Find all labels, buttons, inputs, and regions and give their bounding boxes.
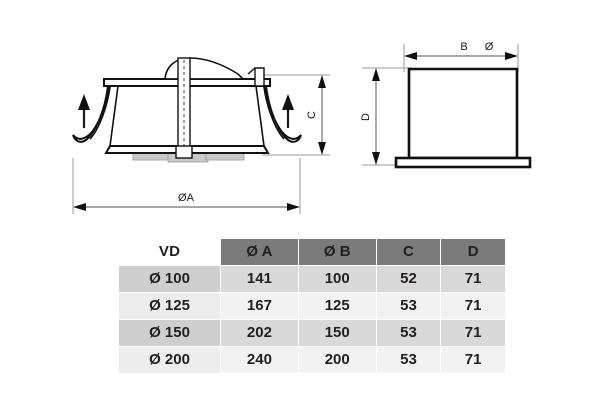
table-header: VD Ø A Ø B C D (119, 239, 505, 265)
row-label-125: Ø 125 (119, 293, 221, 319)
airflow-arrow-left (78, 94, 90, 128)
side-bracket-detail (247, 67, 265, 87)
dimension-c: C (306, 75, 326, 155)
airflow-arrow-right (282, 94, 294, 128)
cell-150-b: 150 (298, 320, 376, 346)
dimension-table: VD Ø A Ø B C D Ø 100 141 100 52 71 Ø 125… (118, 238, 506, 374)
cell-125-b: 125 (298, 293, 376, 319)
label-diameter-a: ØA (178, 192, 195, 204)
cell-200-b: 200 (298, 347, 376, 373)
cell-100-b: 100 (298, 266, 376, 292)
cone-outline (89, 85, 285, 147)
spigot-base-flange (394, 156, 532, 169)
label-d: D (360, 113, 372, 121)
spigot-body (407, 67, 519, 160)
cell-200-a: 240 (221, 347, 298, 373)
table-corner-label: VD (119, 239, 221, 265)
left-witness-lines (72, 74, 330, 214)
row-label-200: Ø 200 (119, 347, 221, 373)
row-label-150: Ø 150 (119, 320, 221, 346)
label-diameter-symbol: Ø (485, 41, 494, 53)
center-shaft (175, 57, 193, 159)
label-c: C (306, 111, 318, 119)
dimension-d: D (360, 68, 380, 165)
left-view-diffuser: ØA C (72, 57, 330, 214)
table-header-d: D (441, 239, 505, 265)
cell-100-c: 52 (376, 266, 441, 292)
table-row: Ø 125 167 125 53 71 (119, 293, 505, 319)
cell-200-d: 71 (441, 347, 505, 373)
cell-150-a: 202 (221, 320, 298, 346)
cell-150-d: 71 (441, 320, 505, 346)
cell-125-a: 167 (221, 293, 298, 319)
cell-100-a: 141 (221, 266, 298, 292)
table-row: Ø 200 240 200 53 71 (119, 347, 505, 373)
cell-200-c: 53 (376, 347, 441, 373)
table-header-c: C (376, 239, 441, 265)
technical-drawings-svg: ØA C (72, 41, 532, 214)
row-label-100: Ø 100 (119, 266, 221, 292)
cell-125-d: 71 (441, 293, 505, 319)
table-header-diameter-b: Ø B (298, 239, 376, 265)
label-b: B (460, 41, 467, 53)
table-header-diameter-a: Ø A (221, 239, 298, 265)
table-row: Ø 150 202 150 53 71 (119, 320, 505, 346)
diffuser-dome (164, 57, 245, 80)
dimension-diameter-b: B Ø (404, 41, 518, 60)
cell-125-c: 53 (376, 293, 441, 319)
dimension-diameter-a: ØA (73, 192, 300, 211)
table-row: Ø 100 141 100 52 71 (119, 266, 505, 292)
table-body: Ø 100 141 100 52 71 Ø 125 167 125 53 71 … (119, 266, 505, 373)
drawings-area: ØA C (72, 41, 532, 214)
right-view-spigot: B Ø D (360, 41, 532, 169)
table-header-row: VD Ø A Ø B C D (119, 239, 505, 265)
cell-150-c: 53 (376, 320, 441, 346)
cell-100-d: 71 (441, 266, 505, 292)
